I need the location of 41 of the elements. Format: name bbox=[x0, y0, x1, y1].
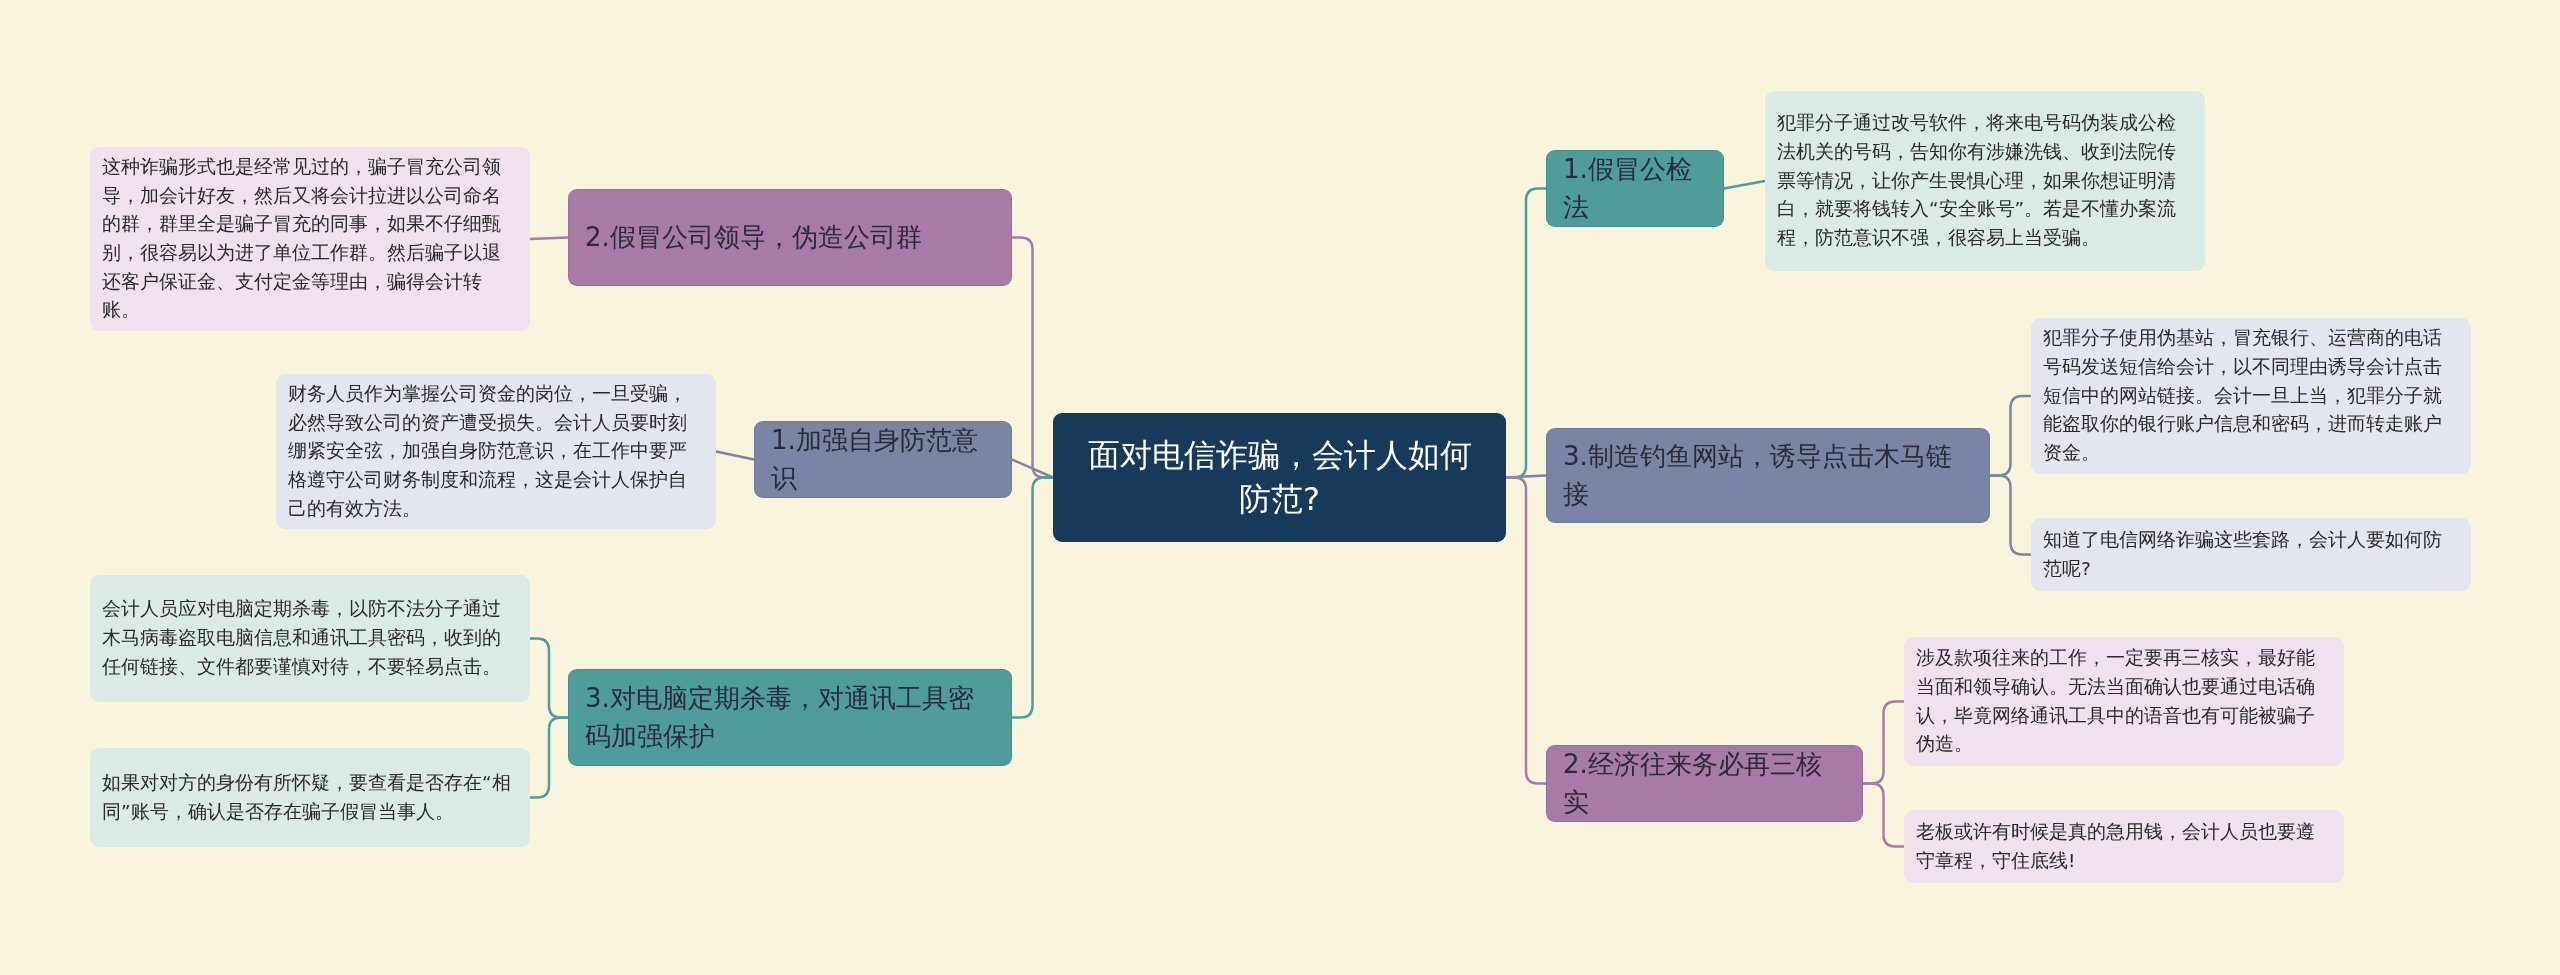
topic-text: 2.假冒公司领导，伪造公司群 bbox=[585, 220, 922, 254]
connector-line bbox=[715, 450, 755, 461]
note-text: 这种诈骗形式也是经常见过的，骗子冒充公司领导，加会计好友，然后又将会计拉进以公司命名的群，群里全是骗子冒充的同事，如果不仔细甄别，很容易以为进了单位工作群。然后骗子以退还客户保证金、支付定金等理由，骗得会计转账。 bbox=[102, 155, 502, 323]
central-topic-text: 面对电信诈骗，会计人如何防范? bbox=[1086, 435, 1473, 520]
topic-text: 3.制造钓鱼网站，诱导点击木马链接 bbox=[1563, 439, 1953, 511]
note-text: 如果对对方的身份有所怀疑，要查看是否存在“相同”账号，确认是否存在骗子假冒当事人。 bbox=[102, 770, 512, 824]
note-text: 财务人员作为掌握公司资金的岗位，一旦受骗，必然导致公司的资产遭受损失。会计人员要时刻绷紧安全弦，加强自身防范意识，在工作中要严格遵守公司财务制度和流程，这是会计人保护自己的有效方法。 bbox=[288, 382, 688, 521]
topic-text: 1.假冒公检法 bbox=[1563, 153, 1693, 224]
note-box bbox=[1765, 91, 2205, 271]
topic-text: 1.加强自身防范意识 bbox=[771, 424, 979, 495]
connector-line bbox=[1012, 476, 1053, 719]
connector-line bbox=[530, 716, 568, 799]
note-text: 老板或许有时候是真的急用钱，会计人员也要遵守章程，守住底线! bbox=[1916, 819, 2316, 873]
note-text: 犯罪分子通过改号软件，将来电号码伪装成公检法机关的号码，告知你有涉嫌洗钱、收到法院传票等情况，让你产生畏惧心理，如果你想证明清白，就要将钱转入“安全账号”。若是不懂办案流程，防范意识不强，很容易上当受骗。 bbox=[1777, 111, 2178, 250]
note-box bbox=[90, 575, 530, 702]
note-box bbox=[276, 374, 716, 530]
topic-box bbox=[1546, 745, 1863, 823]
connector-line bbox=[1723, 179, 1766, 190]
note-text: 会计人员应对电脑定期杀毒，以防不法分子通过木马病毒盗取电脑信息和通讯工具密码，收到的任何链接、文件都要谨慎对待，不要轻易点击。 bbox=[102, 597, 502, 679]
connector-line bbox=[1863, 782, 1904, 848]
connector-line bbox=[529, 236, 569, 241]
note-box bbox=[90, 748, 530, 847]
note-box bbox=[1904, 810, 2344, 883]
topic-box bbox=[754, 421, 1012, 499]
topic-box bbox=[1546, 150, 1724, 228]
connector-line bbox=[1506, 476, 1546, 785]
note-text: 涉及款项往来的工作，一定要再三核实，最好能当面和领导确认。无法当面确认也要通过电话确认，毕竟网络通讯工具中的语音也有可能被骗子伪造。 bbox=[1916, 646, 2316, 757]
note-box bbox=[2031, 318, 2471, 474]
connector-line bbox=[1011, 458, 1054, 479]
note-text: 犯罪分子使用伪基站，冒充银行、运营商的电话号码发送短信给会计，以不同理由诱导会计点击短信中的网站链接。会计一旦上当，犯罪分子就能盗取你的银行账户信息和密码，进而转走账户资金。 bbox=[2043, 326, 2443, 465]
topic-text: 3.对电脑定期杀毒，对通讯工具密码加强保护 bbox=[585, 681, 975, 753]
note-box bbox=[1904, 637, 2344, 766]
topic-box bbox=[1546, 428, 1990, 523]
central-topic-box bbox=[1053, 413, 1506, 542]
note-text: 知道了电信网络诈骗这些套路，会计人要如何防范呢? bbox=[2043, 527, 2443, 581]
connector-line bbox=[1990, 474, 2031, 556]
topic-box bbox=[568, 669, 1012, 766]
topic-box bbox=[568, 189, 1012, 286]
note-box bbox=[2031, 518, 2471, 591]
topic-text: 2.经济往来务必再三核实 bbox=[1563, 748, 1823, 819]
note-box bbox=[90, 147, 530, 332]
